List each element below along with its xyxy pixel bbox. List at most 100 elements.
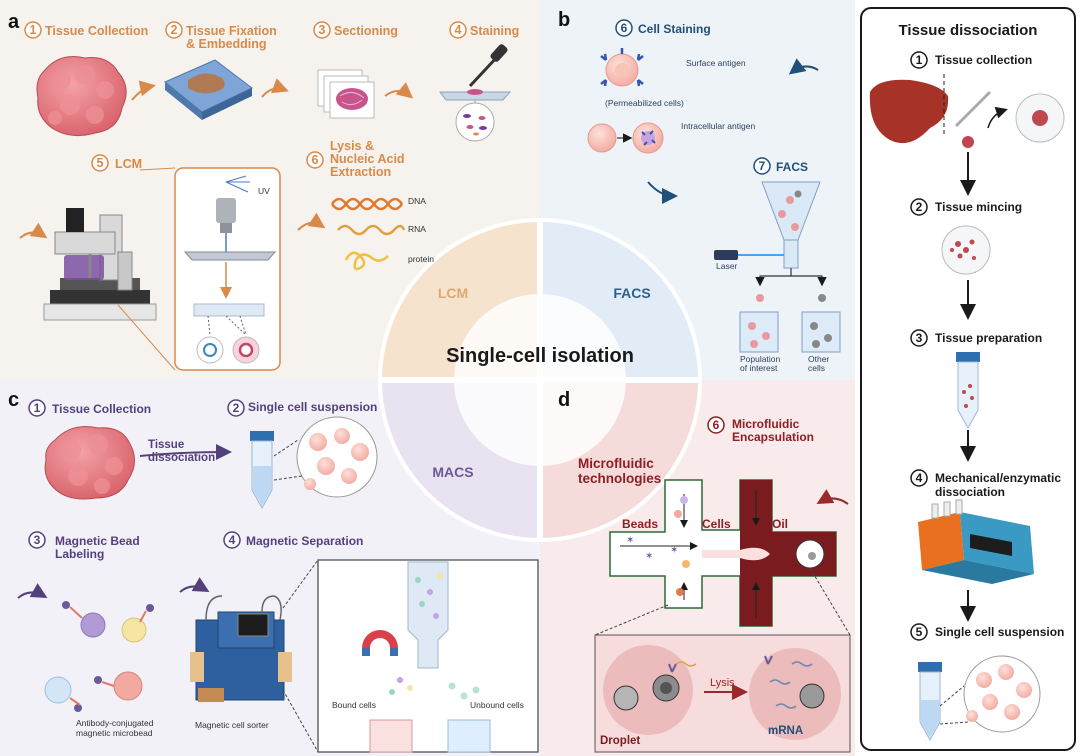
dissociator-icon — [918, 499, 1034, 584]
arrow-into-microscope — [19, 222, 48, 239]
step-label-c-tissue-collection: Tissue Collection — [52, 402, 151, 416]
lcm-detail-box — [174, 167, 281, 371]
side-step-label-5: Single cell suspension — [935, 625, 1064, 639]
sections-icon — [317, 69, 375, 119]
svg-text:4: 4 — [455, 23, 462, 37]
side-step-label-2: Tissue mincing — [935, 200, 1022, 214]
cells-label: Cells — [702, 517, 731, 531]
side-step-label-1: Tissue collection — [935, 53, 1032, 67]
step-label-encapsulation-2: Encapsulation — [732, 430, 814, 444]
svg-text:6: 6 — [621, 21, 628, 35]
microfluidic-chip-icon: ✶ ✶ ✶ — [609, 479, 837, 627]
step-badge-s2: 2 — [910, 198, 928, 216]
step-label-single-cell-suspension: Single cell suspension — [248, 400, 377, 414]
rna-icon — [337, 224, 406, 236]
step-badge-s4: 4 — [910, 469, 928, 487]
arrow-staining-in — [788, 58, 819, 75]
protein-icon — [344, 251, 389, 271]
step-badge-a3: 3 — [313, 21, 331, 39]
labeled-cells-icon — [44, 601, 154, 712]
step-badge-b6: 6 — [615, 19, 633, 37]
separation-zoom-line-bottom — [282, 689, 319, 753]
step-label-bead-1: Magnetic Bead — [55, 534, 140, 548]
step-label-lysis-3: Extraction — [330, 165, 391, 179]
ring-label-lcm: LCM — [438, 285, 468, 301]
surface-stained-cell-icon — [600, 48, 644, 87]
droplet-label: Droplet — [600, 735, 640, 747]
step-badge-c4: 4 — [223, 531, 241, 549]
side-step-label-3: Tissue preparation — [935, 331, 1042, 345]
conical-tube-c-icon — [250, 431, 274, 510]
intracellular-antigen-label: Intracellular antigen — [681, 121, 755, 131]
step-label-fixation-1: Tissue Fixation — [186, 24, 277, 38]
panel-letter-d: d — [558, 389, 570, 411]
step-label-lysis-2: Nucleic Acid — [330, 152, 405, 166]
svg-text:✶: ✶ — [626, 535, 634, 546]
svg-text:1: 1 — [916, 53, 923, 67]
step-badge-s1: 1 — [910, 51, 928, 69]
bound-cells-label: Bound cells — [332, 700, 376, 710]
step-badge-d6: 6 — [707, 416, 725, 434]
tissue-blob-icon — [36, 56, 127, 137]
ring-label-facs: FACS — [613, 285, 650, 301]
lysis-label: Lysis — [710, 677, 735, 689]
panel-letter-c: c — [8, 389, 19, 411]
arrow-into-chip — [816, 489, 849, 505]
facs-funnel-icon — [714, 181, 841, 353]
droplet-before-icon — [603, 645, 697, 735]
cell-suspension-zoom-icon — [273, 416, 378, 498]
lysis-zoom-line-right — [809, 567, 851, 636]
rna-label: RNA — [408, 224, 426, 234]
laser-objective-icon — [183, 175, 277, 364]
arrow-a1-a2 — [131, 80, 156, 101]
unbound-cells-label: Unbound cells — [470, 700, 524, 710]
prep-tube-icon — [956, 352, 980, 430]
step-badge-c3: 3 — [28, 531, 46, 549]
intracellular-stained-cell-icon — [587, 122, 664, 154]
step-badge-a2: 2 — [165, 21, 183, 39]
population-label-1: Population — [740, 354, 780, 364]
panel-letter-b: b — [558, 9, 570, 31]
tissue-dissociation-label-2: dissociation — [148, 452, 215, 464]
side-step-label-4b: dissociation — [935, 485, 1005, 499]
step-badge-a1: 1 — [24, 21, 42, 39]
arrow-into-sorter — [179, 577, 210, 593]
svg-text:2: 2 — [171, 23, 178, 37]
arrow-into-labeling — [17, 583, 48, 599]
other-cells-label-1: Other — [808, 354, 829, 364]
tissue-dissociation-label-1: Tissue — [148, 439, 184, 451]
protein-label: protein — [408, 254, 434, 264]
center-title: Single-cell isolation — [446, 345, 634, 367]
svg-text:3: 3 — [916, 331, 923, 345]
arrow-a2-a3 — [261, 78, 289, 98]
svg-text:4: 4 — [229, 533, 236, 547]
laser-label: Laser — [716, 261, 737, 271]
svg-text:3: 3 — [34, 533, 41, 547]
lcm-zoom-line-top — [139, 167, 176, 171]
arrow-a3-a4 — [384, 82, 414, 99]
svg-text:2: 2 — [916, 200, 923, 214]
svg-text:2: 2 — [233, 401, 240, 415]
dna-label: DNA — [408, 196, 426, 206]
side-step-label-4a: Mechanical/enzymatic — [935, 471, 1061, 485]
beads-label: Beads — [622, 517, 658, 531]
arrow-to-facs — [647, 181, 678, 204]
uv-label: UV — [258, 186, 270, 196]
step-label-bead-2: Labeling — [55, 547, 104, 561]
ring-label-macs: MACS — [432, 464, 473, 480]
staining-icon — [439, 44, 512, 142]
microfluidic-tech-label-1: Microfluidic — [578, 456, 654, 471]
population-label-2: of interest — [740, 363, 778, 373]
step-label-facs: FACS — [776, 160, 808, 174]
step-label-sectioning: Sectioning — [334, 24, 398, 38]
step-label-lcm: LCM — [115, 157, 142, 171]
minced-tissue-icon — [941, 225, 991, 275]
magnetic-sorter-label: Magnetic cell sorter — [195, 720, 269, 730]
magnetic-sorter-icon — [190, 595, 292, 702]
step-label-cell-staining: Cell Staining — [638, 22, 711, 36]
step-badge-s3: 3 — [910, 329, 928, 347]
svg-text:5: 5 — [916, 625, 923, 639]
microbead-label-2: magnetic microbead — [76, 728, 153, 738]
